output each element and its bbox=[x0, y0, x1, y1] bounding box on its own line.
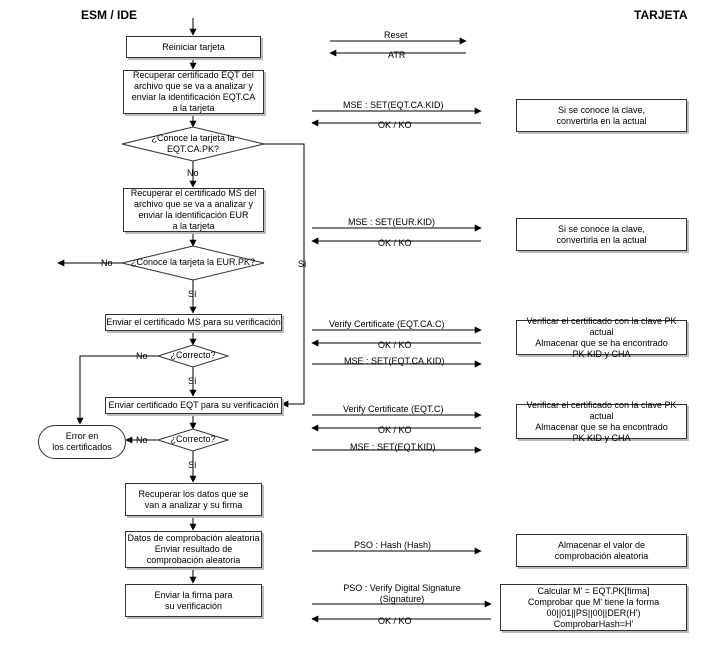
correcto-2-text: ¿Correcto? bbox=[170, 434, 216, 444]
card-verificar-box-1: Verificar el certificado con la clave PK… bbox=[516, 316, 687, 359]
si-label-eur: Sí bbox=[188, 289, 197, 299]
enviar-ms-box: Enviar el certificado MS para su verific… bbox=[105, 314, 282, 331]
correcto-1-text: ¿Correcto? bbox=[170, 350, 216, 360]
card-almacenar-box: Almacenar el valor de comprobación aleat… bbox=[516, 534, 687, 567]
esm-ide-header: ESM / IDE bbox=[81, 8, 138, 22]
si-label-correcto-2: Sí bbox=[188, 460, 197, 470]
msg-mse-eur: MSE : SET(EUR.KID) bbox=[348, 217, 436, 227]
msg-mse-eqt: MSE : SET(EQT.KID) bbox=[350, 442, 436, 452]
reiniciar-tarjeta-box: Reiniciar tarjeta bbox=[126, 36, 261, 58]
recuperar-eqt-box: Recuperar certificado EQT del archivo qu… bbox=[123, 70, 264, 114]
no-label-correcto-1: No bbox=[136, 351, 148, 361]
decision-correcto-2 bbox=[156, 428, 230, 452]
datos-comprobacion-box: Datos de comprobación aleatoria Enviar r… bbox=[125, 531, 262, 568]
msg-pso-verify: PSO : Verify Digital Signature (Signatur… bbox=[343, 583, 461, 604]
no-label-eqt: No bbox=[187, 168, 199, 178]
msg-ok-ko-3: OK / KO bbox=[378, 340, 412, 350]
msg-reset: Reset bbox=[384, 30, 408, 40]
msg-verify-eqt-ca: Verify Certificate (EQT.CA.C) bbox=[329, 319, 445, 329]
decision-eur-pk bbox=[121, 245, 265, 281]
tarjeta-header: TARJETA bbox=[634, 8, 688, 22]
msg-ok-ko-1: OK / KO bbox=[378, 120, 412, 130]
msg-atr: ATR bbox=[388, 50, 406, 60]
msg-mse-eqt-ca-2: MSE : SET(EQT.CA.KID) bbox=[344, 356, 445, 366]
enviar-firma-box: Enviar la firma para su verificación bbox=[125, 584, 262, 617]
card-clave-box-2: Si se conoce la clave, convertirla en la… bbox=[516, 218, 687, 251]
card-clave-box-1: Si se conoce la clave, convertirla en la… bbox=[516, 99, 687, 132]
msg-verify-eqt: Verify Certificate (EQT.C) bbox=[343, 404, 444, 414]
si-label-eqt: Sí bbox=[298, 259, 307, 269]
card-calcular-box: Calcular M' = EQT.PK[firma] Comprobar qu… bbox=[500, 584, 687, 631]
no-label-correcto-2: No bbox=[136, 435, 148, 445]
no-label-eur: No bbox=[101, 258, 113, 268]
msg-mse-eqt-ca: MSE : SET(EQT.CA.KID) bbox=[343, 100, 444, 110]
recuperar-datos-box: Recuperar los datos que se van a analiza… bbox=[125, 483, 262, 516]
card-verificar-box-2: Verificar el certificado con la clave PK… bbox=[516, 400, 687, 443]
error-certificados-terminal: Error en los certificados bbox=[38, 425, 126, 459]
conoce-eqt-text: ¿Conoce la tarjeta la EQT.CA.PK? bbox=[151, 133, 235, 154]
conoce-eur-text: ¿Conoce la tarjeta la EUR.PK? bbox=[130, 257, 256, 267]
msg-ok-ko-5: OK / KO bbox=[378, 616, 412, 626]
decision-eqt-ca-pk bbox=[121, 126, 265, 162]
si-label-correcto-1: Sí bbox=[188, 376, 197, 386]
msg-pso-hash: PSO : Hash (Hash) bbox=[354, 540, 432, 550]
recuperar-ms-box: Recuperar el certificado MS del archivo … bbox=[123, 188, 264, 232]
decision-correcto-1 bbox=[156, 344, 230, 368]
msg-ok-ko-4: OK / KO bbox=[378, 425, 412, 435]
msg-ok-ko-2: OK / KO bbox=[378, 238, 412, 248]
enviar-eqt-box: Enviar certificado EQT para su verificac… bbox=[105, 397, 282, 414]
